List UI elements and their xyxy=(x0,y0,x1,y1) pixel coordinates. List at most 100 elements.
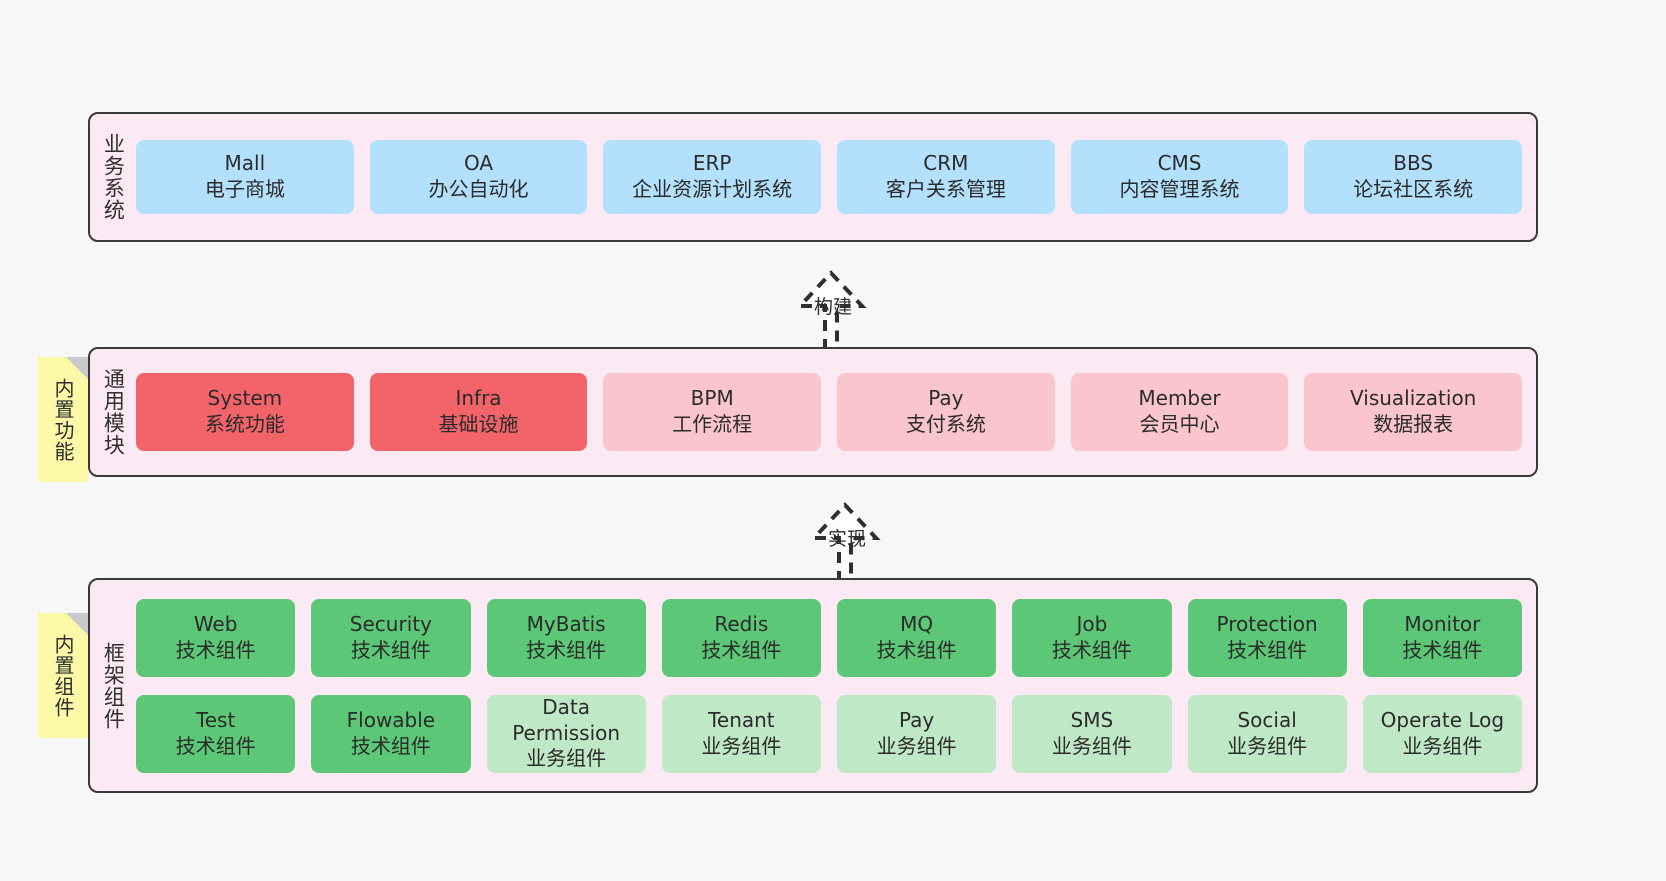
layer-body-common-modules: System 系统功能 Infra 基础设施 BPM 工作流程 Pay 支付系统… xyxy=(136,349,1536,475)
layer-band-common-modules: 通用模块 System 系统功能 Infra 基础设施 BPM 工作流程 Pay… xyxy=(88,347,1538,477)
module-subtitle: 论坛社区系统 xyxy=(1353,177,1474,201)
component-card-monitor[interactable]: Monitor 技术组件 xyxy=(1362,598,1522,677)
layer-body-framework-components: Web 技术组件 Security 技术组件 MyBatis 技术组件 Redi… xyxy=(136,580,1536,791)
module-title: Mall xyxy=(224,151,266,176)
layer-label-framework-components: 框架组件 xyxy=(101,641,126,730)
component-card-operate-log[interactable]: Operate Log 业务组件 xyxy=(1362,694,1522,773)
component-subtitle: 技术组件 xyxy=(701,637,782,662)
module-title: Visualization xyxy=(1350,386,1477,411)
component-subtitle: 业务组件 xyxy=(1227,733,1308,758)
component-card-tenant[interactable]: Tenant 业务组件 xyxy=(661,694,821,773)
module-card-erp[interactable]: ERP 企业资源计划系统 xyxy=(603,140,822,214)
cell-row: Test 技术组件 Flowable 技术组件 Data Permission … xyxy=(136,694,1522,773)
component-subtitle: 业务组件 xyxy=(701,733,782,758)
component-card-web[interactable]: Web 技术组件 xyxy=(136,598,296,677)
cell-row: System 系统功能 Infra 基础设施 BPM 工作流程 Pay 支付系统… xyxy=(136,373,1523,451)
component-title: Web xyxy=(193,611,238,636)
module-card-system[interactable]: System 系统功能 xyxy=(136,373,354,451)
component-subtitle: 技术组件 xyxy=(1402,637,1483,662)
component-title: Pay xyxy=(898,707,935,732)
component-title: Job xyxy=(1076,611,1108,636)
module-subtitle: 支付系统 xyxy=(905,412,986,436)
layer-label-business-systems: 业务系统 xyxy=(101,133,126,221)
sticky-note-builtin-components: 内置组件 xyxy=(38,613,88,738)
layer-band-framework-components: 框架组件 Web 技术组件 Security 技术组件 MyBatis 技术组件… xyxy=(88,578,1538,793)
component-subtitle: 技术组件 xyxy=(526,637,607,662)
module-card-crm[interactable]: CRM 客户关系管理 xyxy=(837,140,1055,214)
module-subtitle: 企业资源计划系统 xyxy=(632,177,793,201)
cell-row: Web 技术组件 Security 技术组件 MyBatis 技术组件 Redi… xyxy=(136,598,1522,677)
module-title: System xyxy=(207,386,283,411)
component-card-sms[interactable]: SMS 业务组件 xyxy=(1012,694,1172,773)
component-subtitle: 业务组件 xyxy=(876,733,957,758)
component-subtitle: 业务组件 xyxy=(1402,733,1483,758)
component-card-data-permission[interactable]: Data Permission 业务组件 xyxy=(486,694,646,773)
module-title: ERP xyxy=(692,151,732,176)
component-subtitle: 技术组件 xyxy=(175,733,256,758)
module-card-cms[interactable]: CMS 内容管理系统 xyxy=(1070,140,1289,214)
module-card-mall[interactable]: Mall 电子商城 xyxy=(136,140,354,214)
component-title: SMS xyxy=(1070,707,1114,732)
layer-body-business-systems: Mall 电子商城 OA 办公自动化 ERP 企业资源计划系统 CRM 客户关系… xyxy=(136,114,1536,240)
module-title: CRM xyxy=(923,151,969,176)
module-subtitle: 会员中心 xyxy=(1139,412,1220,436)
component-title: Tenant xyxy=(708,707,775,732)
module-subtitle: 基础设施 xyxy=(438,412,519,436)
component-subtitle: 技术组件 xyxy=(350,637,431,662)
layer-band-business-systems: 业务系统 Mall 电子商城 OA 办公自动化 ERP 企业资源计划系统 CRM… xyxy=(88,112,1538,242)
sticky-note-text: 内置组件 xyxy=(51,633,75,718)
component-title: Flowable xyxy=(346,707,436,732)
module-subtitle: 系统功能 xyxy=(204,412,285,436)
component-card-mybatis[interactable]: MyBatis 技术组件 xyxy=(486,598,646,677)
module-title: OA xyxy=(463,151,494,176)
module-title: BBS xyxy=(1393,151,1434,176)
component-title: Monitor xyxy=(1404,611,1481,636)
component-card-job[interactable]: Job 技术组件 xyxy=(1012,598,1172,677)
component-title: MQ xyxy=(900,611,934,636)
component-subtitle: 技术组件 xyxy=(1227,637,1308,662)
module-card-bbs[interactable]: BBS 论坛社区系统 xyxy=(1304,140,1523,214)
component-card-flowable[interactable]: Flowable 技术组件 xyxy=(311,694,471,773)
component-card-test[interactable]: Test 技术组件 xyxy=(136,694,296,773)
component-subtitle: 业务组件 xyxy=(526,746,607,771)
component-card-redis[interactable]: Redis 技术组件 xyxy=(661,598,821,677)
module-subtitle: 电子商城 xyxy=(204,177,285,201)
component-title: Test xyxy=(195,707,236,732)
component-subtitle: 技术组件 xyxy=(876,637,957,662)
component-subtitle: 业务组件 xyxy=(1051,733,1132,758)
connector-label-build: 构建 xyxy=(814,296,853,318)
layer-label-common-modules: 通用模块 xyxy=(101,368,126,456)
component-title: Operate Log xyxy=(1380,707,1505,732)
component-subtitle: 技术组件 xyxy=(350,733,431,758)
component-title: Security xyxy=(349,611,432,636)
module-subtitle: 客户关系管理 xyxy=(885,177,1006,201)
module-card-infra[interactable]: Infra 基础设施 xyxy=(369,373,588,451)
component-card-security[interactable]: Security 技术组件 xyxy=(311,598,471,677)
component-card-mq[interactable]: MQ 技术组件 xyxy=(837,598,997,677)
component-subtitle: 技术组件 xyxy=(175,637,256,662)
module-title: Pay xyxy=(928,386,964,411)
module-card-bpm[interactable]: BPM 工作流程 xyxy=(603,373,822,451)
module-subtitle: 工作流程 xyxy=(672,412,753,436)
component-card-social[interactable]: Social 业务组件 xyxy=(1187,694,1347,773)
component-title: MyBatis xyxy=(526,611,606,636)
connector-label-implement: 实现 xyxy=(828,528,867,550)
sticky-note-text: 内置功能 xyxy=(51,377,75,462)
module-title: BPM xyxy=(690,386,734,411)
module-subtitle: 数据报表 xyxy=(1373,412,1454,436)
component-title: Redis xyxy=(714,611,769,636)
module-subtitle: 办公自动化 xyxy=(428,177,529,201)
module-card-oa[interactable]: OA 办公自动化 xyxy=(369,140,588,214)
component-title: Protection xyxy=(1216,611,1318,636)
component-title: Social xyxy=(1237,707,1297,732)
module-card-pay[interactable]: Pay 支付系统 xyxy=(837,373,1055,451)
component-title: Data Permission xyxy=(512,695,621,745)
module-subtitle: 内容管理系统 xyxy=(1119,177,1240,201)
module-card-member[interactable]: Member 会员中心 xyxy=(1070,373,1289,451)
component-card-pay[interactable]: Pay 业务组件 xyxy=(837,694,997,773)
component-card-protection[interactable]: Protection 技术组件 xyxy=(1187,598,1347,677)
module-title: Member xyxy=(1138,386,1221,411)
component-subtitle: 技术组件 xyxy=(1051,637,1132,662)
module-card-visualization[interactable]: Visualization 数据报表 xyxy=(1304,373,1523,451)
